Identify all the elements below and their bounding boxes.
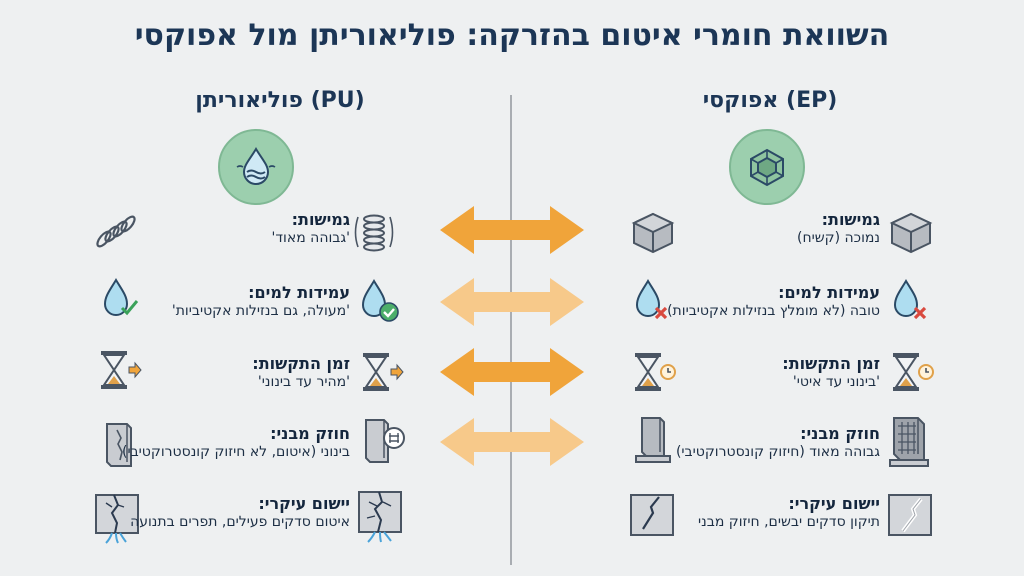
cube-icon <box>630 210 676 256</box>
ep-water-value: טובה (לא מומלץ בנזילות אקטיביות) <box>667 303 880 319</box>
comparison-double-arrow-icon <box>440 348 584 396</box>
water-drop-x-icon <box>630 278 676 324</box>
ep-application-item: יישום עיקרי: תיקון סדקים יבשים, חיזוק מב… <box>630 494 880 530</box>
pu-flexibility-label: גמישות: <box>291 210 350 229</box>
compressed-spring-icon <box>352 209 398 255</box>
pu-curing-value: 'מהיר עד בינוני' <box>257 374 350 390</box>
center-divider <box>510 95 512 565</box>
ep-flexibility-label: גמישות: <box>821 210 880 229</box>
page-title: השוואת חומרי איטום בהזרקה: פוליאוריתן מו… <box>134 18 890 53</box>
pu-strength-label: חוזק מבני: <box>270 424 350 443</box>
ep-curing-item: זמן התקשות: 'בינוני עד איטי' <box>630 354 880 390</box>
pu-curing-label: זמן התקשות: <box>252 354 350 373</box>
ep-flexibility-item: גמישות: נמוכה (קשיח) <box>630 210 880 246</box>
pu-application-label: יישום עיקרי: <box>258 494 350 513</box>
solid-pillar-icon <box>632 416 678 463</box>
reinforced-pillar-icon <box>884 414 930 467</box>
ep-flexibility-value: נמוכה (קשיח) <box>797 230 880 246</box>
pu-water-label: עמידות למים: <box>248 283 350 302</box>
hourglass-arrow-icon <box>96 347 142 393</box>
pu-column-heading: פוליאוריתן (PU) <box>195 88 365 113</box>
ep-column-heading: אפוקסי (EP) <box>702 88 838 113</box>
water-drop-x-icon <box>888 278 934 324</box>
pu-application-item: יישום עיקרי: איטום סדקים פעילים, תפרים ב… <box>100 494 350 530</box>
sealed-crack-block-icon <box>885 491 932 537</box>
ep-curing-value: 'בינוני עד איטי' <box>792 374 880 390</box>
pu-strength-value: בינוני (איטום, לא חיזוק קונסטרוקטיבי) <box>121 444 350 460</box>
ep-curing-label: זמן התקשות: <box>782 354 880 373</box>
ep-strength-value: גבוהה מאוד (חיזוק קונסטרוקטיבי) <box>675 444 880 460</box>
pu-flexibility-item: גמישות: 'גבוהה מאוד' <box>100 210 350 246</box>
water-drop-check-circle-icon <box>356 278 402 324</box>
comparison-double-arrow-icon <box>440 418 584 466</box>
pillar-mesh-icon <box>360 416 406 463</box>
pu-flexibility-value: 'גבוהה מאוד' <box>271 230 350 246</box>
ep-application-value: תיקון סדקים יבשים, חיזוק מבני <box>698 514 880 530</box>
pu-water-value: 'מעולה, גם בנזילות אקטיביות' <box>171 303 350 319</box>
cube-icon <box>888 210 934 256</box>
pu-strength-item: חוזק מבני: בינוני (איטום, לא חיזוק קונסט… <box>100 424 350 460</box>
water-drop-badge-icon <box>218 129 294 205</box>
ep-application-label: יישום עיקרי: <box>788 494 880 513</box>
pu-water-item: עמידות למים: 'מעולה, גם בנזילות אקטיביות… <box>100 283 350 319</box>
ep-water-item: עמידות למים: טובה (לא מומלץ בנזילות אקטי… <box>630 283 880 319</box>
cube-lattice-badge-icon <box>729 129 805 205</box>
hourglass-arrow-icon <box>360 349 406 395</box>
ep-strength-label: חוזק מבני: <box>800 424 880 443</box>
hourglass-clock-icon <box>632 349 678 395</box>
water-drop-check-icon <box>96 276 142 322</box>
cracked-pillar-icon <box>97 420 143 467</box>
ep-strength-item: חוזק מבני: גבוהה מאוד (חיזוק קונסטרוקטיב… <box>630 424 880 460</box>
dry-crack-block-icon <box>627 491 674 537</box>
ep-water-label: עמידות למים: <box>778 283 880 302</box>
spring-coil-icon <box>95 209 141 255</box>
leaking-crack-block-icon <box>92 491 139 544</box>
pu-application-value: איטום סדקים פעילים, תפרים בתנועה <box>130 514 350 530</box>
comparison-double-arrow-icon <box>440 206 584 254</box>
hourglass-clock-icon <box>890 349 936 395</box>
comparison-double-arrow-icon <box>440 278 584 326</box>
pu-curing-item: זמן התקשות: 'מהיר עד בינוני' <box>100 354 350 390</box>
leaking-crack-block-icon <box>355 488 402 543</box>
